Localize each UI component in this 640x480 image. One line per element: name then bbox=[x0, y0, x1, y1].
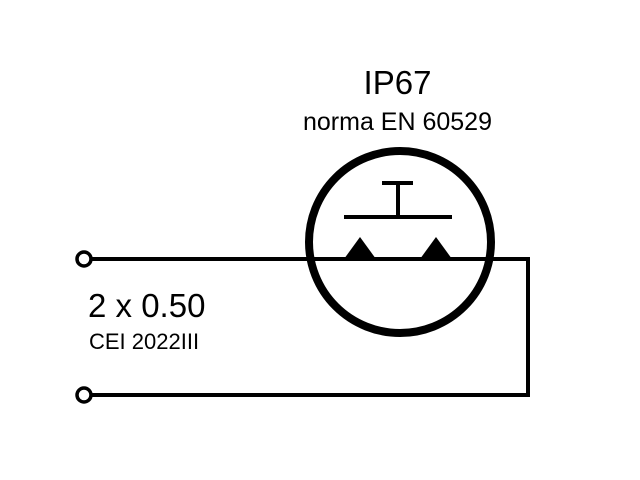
protection-rating: IP67 bbox=[363, 64, 432, 101]
upper-terminal-icon bbox=[75, 250, 93, 268]
enclosure-circle-icon bbox=[305, 147, 495, 337]
cable-spec-label: CEI 2022III bbox=[89, 329, 200, 354]
standard-reference: norma EN 60529 bbox=[302, 108, 492, 136]
cable-section-label: 2 x 0.50 bbox=[88, 287, 206, 324]
right-contact-icon bbox=[420, 237, 452, 259]
left-contact-icon bbox=[344, 237, 376, 259]
lower-terminal-icon bbox=[75, 386, 93, 404]
